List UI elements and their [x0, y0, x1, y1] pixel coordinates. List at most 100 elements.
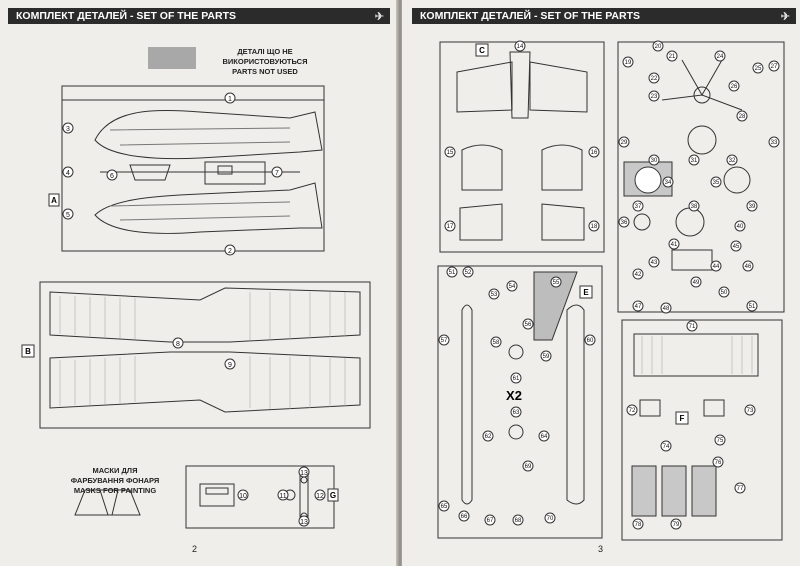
svg-text:6: 6 [110, 173, 114, 180]
upper-wing-part [49, 287, 361, 343]
part-number-47: 47 [632, 300, 644, 312]
svg-text:70: 70 [547, 516, 554, 522]
part-number-7: 7 [271, 166, 283, 178]
sprue-tag-g: G [327, 488, 339, 502]
sprue-tag-a: A [48, 193, 60, 207]
svg-text:62: 62 [485, 434, 492, 440]
svg-text:75: 75 [717, 438, 724, 444]
part-number-48: 48 [660, 302, 672, 314]
part-number-61: 61 [510, 372, 522, 384]
part-number-1: 1 [224, 92, 236, 104]
not-used-label: ДЕТАЛІ ЩО НЕ ВИКОРИСТОВУЮТЬСЯ PARTS NOT … [210, 47, 320, 77]
svg-text:17: 17 [447, 224, 454, 230]
part-number-55: 55 [550, 276, 562, 288]
part-number-65: 65 [438, 500, 450, 512]
part-number-71: 71 [686, 320, 698, 332]
svg-text:66: 66 [461, 514, 468, 520]
sprue-c-frame [439, 41, 605, 253]
aileron-left [459, 203, 503, 241]
part-number-28: 28 [736, 110, 748, 122]
tailplane-part [456, 61, 588, 113]
svg-text:74: 74 [663, 444, 670, 450]
svg-text:32: 32 [729, 158, 736, 164]
cockpit-floor-part [204, 161, 266, 185]
part-number-2: 2 [224, 244, 236, 256]
svg-text:50: 50 [721, 290, 728, 296]
strut-part-left [461, 304, 473, 505]
cylinder-part [675, 207, 705, 237]
svg-text:43: 43 [651, 260, 658, 266]
lower-wing-part [49, 351, 361, 413]
part-number-22: 22 [648, 72, 660, 84]
part-number-41: 41 [668, 238, 680, 250]
part-number-38: 38 [688, 200, 700, 212]
sprue-tag-f: F [675, 411, 689, 425]
svg-text:26: 26 [731, 84, 738, 90]
svg-text:F: F [680, 414, 685, 423]
part-number-9: 9 [224, 358, 236, 370]
svg-text:B: B [25, 347, 31, 356]
svg-text:34: 34 [665, 180, 672, 186]
part-number-68: 68 [512, 514, 524, 526]
svg-text:52: 52 [465, 270, 472, 276]
part-number-3: 3 [62, 122, 74, 134]
brand-logo-icon: ✈ [374, 11, 384, 23]
svg-text:1: 1 [228, 96, 232, 103]
part-number-14: 14 [514, 40, 526, 52]
svg-text:61: 61 [513, 376, 520, 382]
part-number-42: 42 [632, 268, 644, 280]
masks-caption: МАСКИ ДЛЯ ФАРБУВАННЯ ФОНАРЯ MASKS FOR PA… [60, 466, 170, 496]
svg-text:23: 23 [651, 94, 658, 100]
part-number-13: 13 [298, 466, 310, 478]
svg-text:56: 56 [525, 322, 532, 328]
part-number-75: 75 [714, 434, 726, 446]
part-number-51: 51 [446, 266, 458, 278]
part-number-34: 34 [662, 176, 674, 188]
fin-part-left [461, 144, 503, 191]
svg-text:18: 18 [591, 224, 598, 230]
sprue-d-frame [617, 41, 785, 313]
aileron-right [541, 203, 585, 241]
svg-text:72: 72 [629, 408, 636, 414]
svg-text:69: 69 [525, 464, 532, 470]
part-number-37: 37 [632, 200, 644, 212]
fuselage-half-lower [94, 182, 323, 234]
svg-text:35: 35 [713, 180, 720, 186]
part-number-50: 50 [718, 286, 730, 298]
svg-text:33: 33 [771, 140, 778, 146]
svg-text:41: 41 [671, 242, 678, 248]
part-number-72: 72 [626, 404, 638, 416]
svg-text:63: 63 [513, 410, 520, 416]
svg-text:25: 25 [755, 66, 762, 72]
part-number-59: 59 [540, 350, 552, 362]
brand-logo-icon: ✈ [780, 11, 790, 23]
part-number-4: 4 [62, 166, 74, 178]
part-number-5: 5 [62, 208, 74, 220]
svg-text:46: 46 [745, 264, 752, 270]
part-number-77: 77 [734, 482, 746, 494]
part-number-79: 79 [670, 518, 682, 530]
svg-text:59: 59 [543, 354, 550, 360]
part-number-33: 33 [768, 136, 780, 148]
sprue-g-frame [185, 465, 335, 529]
svg-text:67: 67 [487, 518, 494, 524]
part-number-45: 45 [730, 240, 742, 252]
svg-text:2: 2 [228, 248, 232, 255]
svg-text:8: 8 [176, 341, 180, 348]
part-number-49: 49 [690, 276, 702, 288]
part-number-64: 64 [538, 430, 550, 442]
svg-text:20: 20 [655, 44, 662, 50]
part-number-21: 21 [666, 50, 678, 62]
part-number-39: 39 [746, 200, 758, 212]
part-number-12: 12 [314, 489, 326, 501]
part-number-23: 23 [648, 90, 660, 102]
svg-text:14: 14 [517, 44, 524, 50]
svg-text:49: 49 [693, 280, 700, 286]
strut-part-right [566, 304, 585, 505]
svg-text:9: 9 [228, 362, 232, 369]
svg-text:64: 64 [541, 434, 548, 440]
part-number-56: 56 [522, 318, 534, 330]
svg-text:51: 51 [449, 270, 456, 276]
svg-text:27: 27 [771, 64, 778, 70]
part-number-32: 32 [726, 154, 738, 166]
